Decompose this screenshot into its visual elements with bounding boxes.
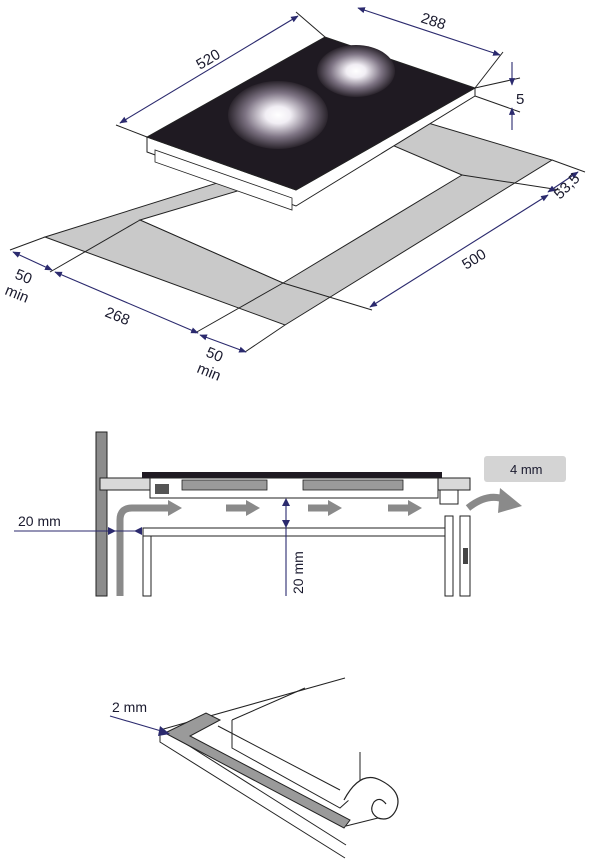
seal-roll [343, 776, 399, 820]
air-outlet-arrowhead [498, 488, 522, 513]
dim-line-seal [109, 715, 169, 734]
counter-edge-inner [171, 734, 347, 846]
seal-thickness-label: 2 mm [112, 699, 147, 715]
side-20-arrow-r [134, 527, 142, 535]
air-inlet-arrowhead [168, 500, 182, 516]
air-inlet-arrow [116, 504, 170, 596]
dim-line-288 [357, 7, 501, 56]
dim-line-500 [369, 194, 549, 308]
hob-glass-section [142, 472, 442, 478]
ext-535a [551, 159, 586, 173]
cutout-inner-line [217, 725, 341, 791]
dim-535-label: 53,5 [551, 170, 584, 203]
dim-line-268 [54, 271, 199, 334]
flow-arrow-3-head [328, 500, 342, 516]
dim-5-label: 5 [516, 91, 524, 108]
dim-500-label: 500 [459, 246, 489, 274]
ext-288 [474, 51, 504, 89]
ext-front-b [49, 219, 141, 273]
ext-front-a [9, 236, 46, 251]
ext-520a [115, 124, 148, 138]
dim-line-535 [547, 171, 579, 193]
ext-front-c [194, 282, 284, 334]
cutout-wall [231, 720, 361, 809]
cabinet-left-side [142, 535, 152, 597]
cooking-zone-large [228, 81, 328, 149]
gap-label-box [484, 456, 566, 482]
dim-line-50b [199, 334, 247, 353]
seal-arrow [158, 726, 170, 736]
hob-foot-left [155, 484, 169, 494]
ext-500 [282, 282, 373, 311]
dim-line-520 [119, 15, 299, 124]
side-20-arrow-l [108, 527, 116, 535]
countertop-right [437, 477, 471, 491]
seal-strip [163, 712, 351, 829]
hob-underbody [154, 149, 293, 211]
cabinet-top-shelf [142, 527, 454, 537]
side-gap-label: 20 mm [18, 513, 61, 529]
cabinet-right-side [444, 515, 454, 597]
cabinet-handle [463, 548, 468, 564]
heating-element-1 [181, 479, 268, 491]
under-20-arrow-t [282, 498, 290, 506]
dim-288-label: 288 [419, 10, 448, 34]
cutout-guide [139, 219, 284, 284]
figure-seal: 2 mm [109, 677, 399, 859]
seal-roll-tail [345, 817, 379, 827]
under-20-arrow-b [282, 520, 290, 528]
figure-hob-dimensions: 520 288 5 53,5 500 50 min 268 50 min [3, 7, 586, 385]
cooking-zone-small [317, 45, 395, 97]
cutout-top-edge [231, 687, 306, 721]
ext-5b [474, 95, 521, 113]
gap-label: 4 mm [510, 462, 543, 477]
figure-ventilation: 4 mm 20 mm 20 mm [14, 431, 566, 597]
under-gap-label: 20 mm [290, 551, 306, 594]
flow-arrow-2-head [246, 500, 260, 516]
dim-50-front-label: 50 [13, 266, 35, 288]
dim-520-label: 520 [193, 46, 223, 73]
heating-element-2 [302, 479, 404, 491]
dim-268-label: 268 [103, 304, 133, 329]
ext-520b [295, 11, 326, 38]
countertop-left [99, 477, 151, 491]
dim-line-50a [12, 251, 53, 271]
ext-535b [461, 174, 561, 191]
flow-arrow-4-head [408, 500, 422, 516]
dim-50-side-label: 50 [204, 344, 226, 366]
ext-front-d [244, 324, 286, 353]
right-support [439, 489, 459, 505]
wall-post [95, 431, 108, 597]
